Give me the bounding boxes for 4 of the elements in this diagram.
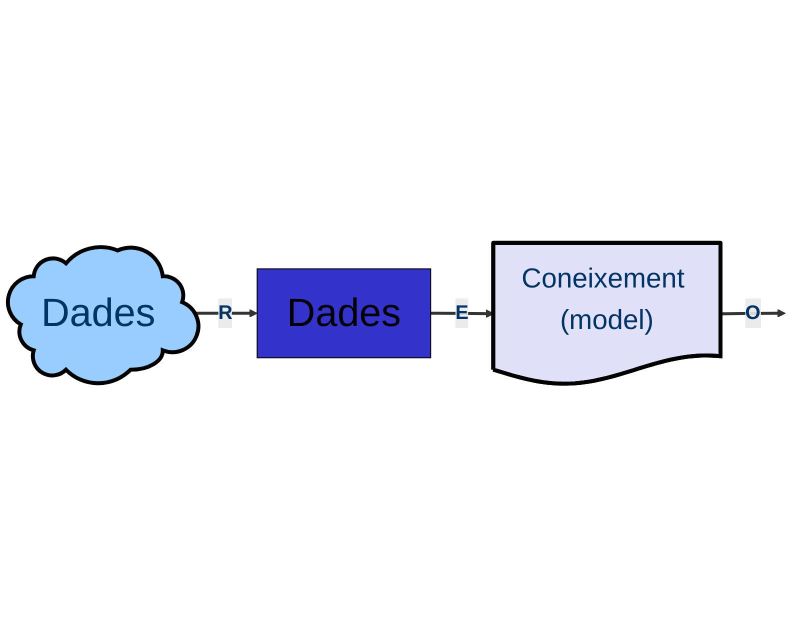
edge-label: R	[218, 302, 232, 324]
node-box: Dades	[256, 268, 432, 358]
edge-label: E	[455, 302, 469, 324]
edge-label: O	[745, 302, 761, 324]
